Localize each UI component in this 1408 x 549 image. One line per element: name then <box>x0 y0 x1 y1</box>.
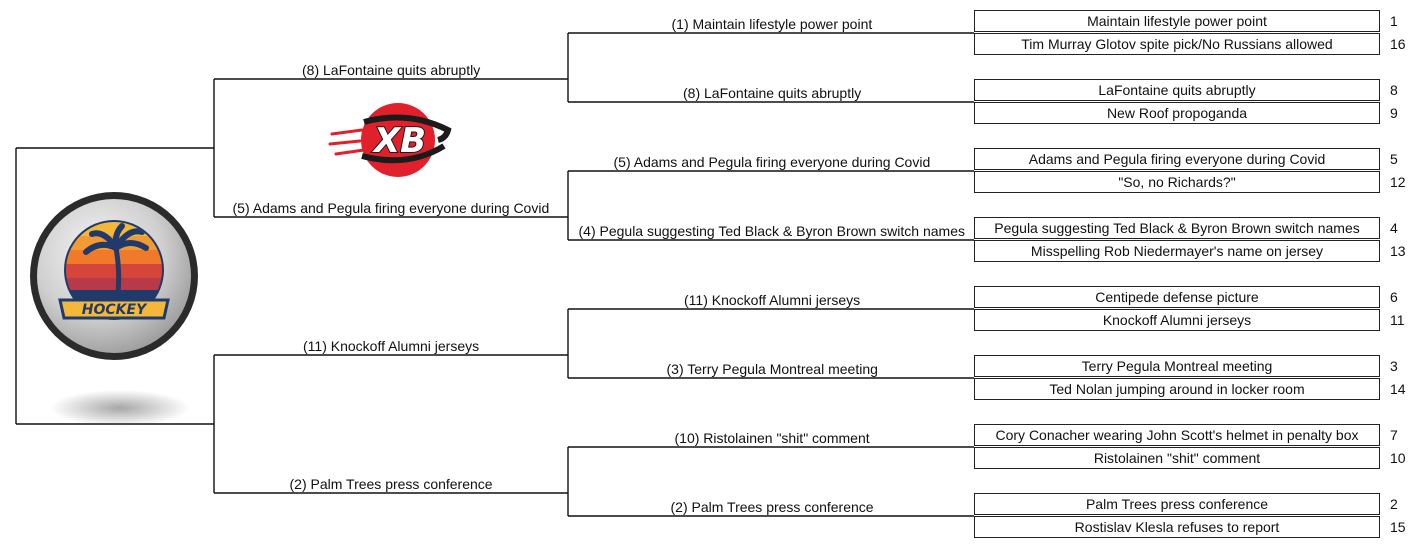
entrant-cell: Maintain lifestyle power point <box>974 10 1380 32</box>
seed-number: 12 <box>1390 174 1406 190</box>
xb-logo: XB <box>328 100 454 180</box>
entrant-cell: Ted Nolan jumping around in locker room <box>974 378 1380 400</box>
seed-number: 15 <box>1390 519 1406 535</box>
round2-label: (2) Palm Trees press conference <box>670 499 874 515</box>
round2-label: (10) Ristolainen "shit" comment <box>674 430 870 446</box>
xb-logo-text: XB <box>372 121 426 161</box>
entrant-cell: Cory Conacher wearing John Scott's helme… <box>974 424 1380 446</box>
entrant-cell: "So, no Richards?" <box>974 171 1380 193</box>
entrant-cell: New Roof propoganda <box>974 102 1380 124</box>
round2-label: (5) Adams and Pegula firing everyone dur… <box>613 154 931 170</box>
entrant-cell: Misspelling Rob Niedermayer's name on je… <box>974 240 1380 262</box>
entrant-cell: Pegula suggesting Ted Black & Byron Brow… <box>974 217 1380 239</box>
seed-number: 14 <box>1390 381 1406 397</box>
entrant-cell: Tim Murray Glotov spite pick/No Russians… <box>974 33 1380 55</box>
round2-label: (3) Terry Pegula Montreal meeting <box>666 361 878 377</box>
seed-number: 10 <box>1390 450 1406 466</box>
round2-label: (4) Pegula suggesting Ted Black & Byron … <box>578 223 966 239</box>
entrant-cell: Terry Pegula Montreal meeting <box>974 355 1380 377</box>
entrant-cell: LaFontaine quits abruptly <box>974 79 1380 101</box>
hockey-logo-text: HOCKEY <box>82 302 148 318</box>
seed-number: 9 <box>1390 105 1398 121</box>
seed-number: 7 <box>1390 427 1398 443</box>
seed-number: 1 <box>1390 13 1398 29</box>
hockey-puck-logo: HOCKEY <box>30 190 210 430</box>
seed-number: 2 <box>1390 496 1398 512</box>
round3-label: (8) LaFontaine quits abruptly <box>302 62 481 78</box>
entrant-cell: Centipede defense picture <box>974 286 1380 308</box>
round3-label: (11) Knockoff Alumni jerseys <box>303 338 480 354</box>
seed-number: 13 <box>1390 243 1406 259</box>
seed-number: 6 <box>1390 289 1398 305</box>
round3-label: (2) Palm Trees press conference <box>289 476 493 492</box>
seed-number: 3 <box>1390 358 1398 374</box>
entrant-cell: Adams and Pegula firing everyone during … <box>974 148 1380 170</box>
entrant-cell: Knockoff Alumni jerseys <box>974 309 1380 331</box>
seed-number: 5 <box>1390 151 1398 167</box>
round2-label: (8) LaFontaine quits abruptly <box>683 85 862 101</box>
entrant-cell: Ristolainen "shit" comment <box>974 447 1380 469</box>
round2-label: (11) Knockoff Alumni jerseys <box>684 292 861 308</box>
round3-label: (5) Adams and Pegula firing everyone dur… <box>232 200 550 216</box>
round2-label: (1) Maintain lifestyle power point <box>671 16 873 32</box>
entrant-cell: Rostislav Klesla refuses to report <box>974 516 1380 538</box>
entrant-cell: Palm Trees press conference <box>974 493 1380 515</box>
seed-number: 16 <box>1390 36 1406 52</box>
seed-number: 8 <box>1390 82 1398 98</box>
seed-number: 11 <box>1390 312 1405 328</box>
seed-number: 4 <box>1390 220 1398 236</box>
